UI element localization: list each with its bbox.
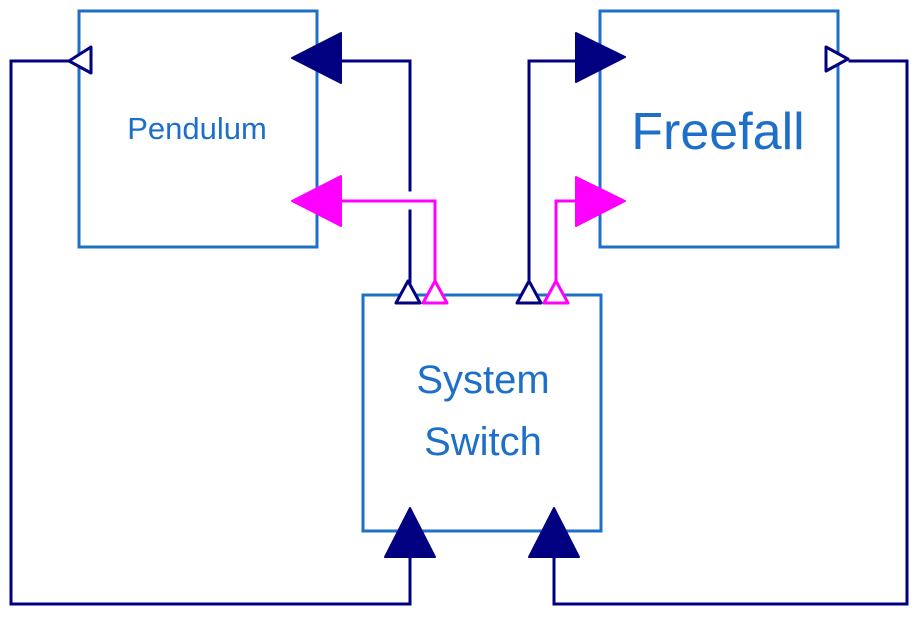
switch-output-port-4-icon[interactable] xyxy=(542,279,570,305)
switch-output-port-2-icon[interactable] xyxy=(421,279,449,305)
freefall-output-port-icon[interactable] xyxy=(824,45,850,73)
pendulum-signal-input-port-icon[interactable] xyxy=(291,32,342,84)
system-switch-label-line2: Switch xyxy=(424,420,542,464)
wire-freefall-to-switch[interactable] xyxy=(552,59,909,606)
freefall-block-border xyxy=(598,9,840,249)
system-switch-label-line1: System xyxy=(416,358,549,402)
freefall-switch-input-port-icon[interactable] xyxy=(575,176,626,227)
freefall-block[interactable]: Freefall xyxy=(598,9,840,249)
system-switch-block-border xyxy=(361,293,603,533)
freefall-label: Freefall xyxy=(631,103,804,161)
wire-switch-to-pendulum-switch-input[interactable] xyxy=(338,199,437,284)
freefall-signal-input-port-icon[interactable] xyxy=(575,32,626,83)
system-switch-block[interactable]: System Switch xyxy=(361,293,603,533)
pendulum-block-border xyxy=(77,9,319,249)
switch-output-port-3-icon[interactable] xyxy=(515,279,543,305)
switch-input-port-1-icon[interactable] xyxy=(384,507,436,558)
switch-output-port-1-icon[interactable] xyxy=(394,279,422,305)
pendulum-label: Pendulum xyxy=(127,111,267,146)
pendulum-block[interactable]: Pendulum xyxy=(77,9,319,249)
wire-switch-to-freefall[interactable] xyxy=(527,59,578,284)
pendulum-output-port-icon[interactable] xyxy=(67,45,93,75)
pendulum-switch-input-port-icon[interactable] xyxy=(291,175,342,227)
wire-pendulum-to-switch[interactable] xyxy=(9,59,412,606)
wire-switch-to-freefall-switch-input[interactable] xyxy=(554,199,578,284)
switch-input-port-2-icon[interactable] xyxy=(528,507,580,558)
wire-switch-to-pendulum-upper[interactable] xyxy=(338,59,412,192)
